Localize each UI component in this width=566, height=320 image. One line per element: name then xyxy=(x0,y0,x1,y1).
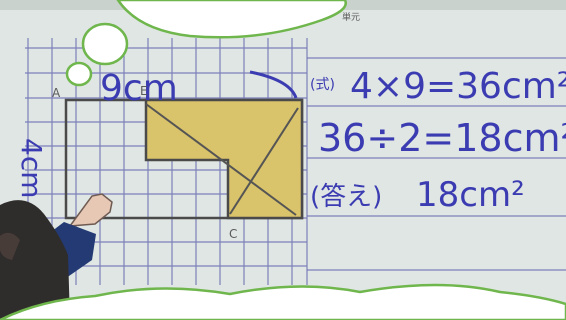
writing-lines xyxy=(307,57,566,271)
formula-prefix: (式) xyxy=(310,77,335,93)
label-point-e: E xyxy=(140,84,148,98)
diagonal-line-1 xyxy=(145,103,297,216)
label-9cm: 9cm xyxy=(100,68,178,109)
header-small-text: 単元 xyxy=(342,11,360,23)
label-4cm: 4cm xyxy=(15,138,48,198)
student-head xyxy=(0,200,70,320)
diagonal-line-2 xyxy=(229,107,299,215)
arrow-stroke xyxy=(249,70,298,99)
equation-line-1: 4×9=36cm² xyxy=(350,66,566,107)
thought-bubble-small xyxy=(65,61,93,87)
label-point-a: A xyxy=(52,86,61,100)
pointing-hand xyxy=(68,193,113,227)
side-label-group: 4cm xyxy=(15,138,48,198)
label-point-c: C xyxy=(229,227,237,241)
answer-prefix: (答え) xyxy=(310,182,382,212)
speech-bubble-bottom xyxy=(0,283,566,320)
equation-line-2: 36÷2=18cm² xyxy=(318,116,566,160)
speech-bubble-top xyxy=(116,0,347,39)
student-face-shadow xyxy=(0,232,20,260)
shaded-l-shape xyxy=(144,98,304,220)
answer-line: 18cm² xyxy=(416,175,525,215)
thought-bubble-large xyxy=(81,22,129,66)
